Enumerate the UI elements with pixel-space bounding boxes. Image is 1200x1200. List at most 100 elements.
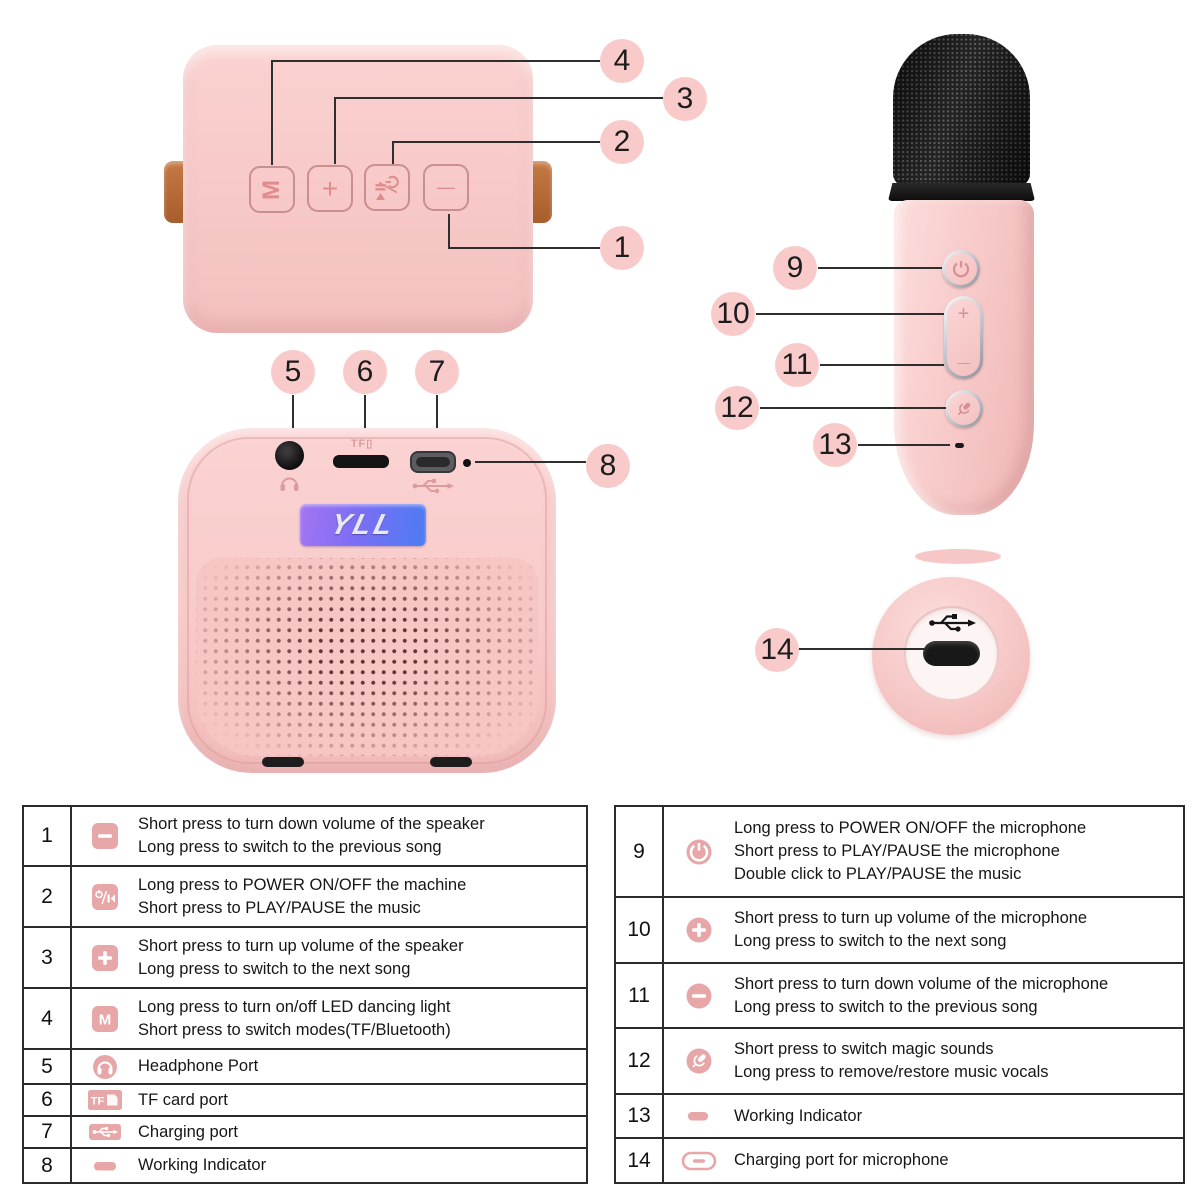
row-text: Short press to turn up volume of the spe… <box>138 936 464 955</box>
row-text: Charging port for microphone <box>734 1151 949 1169</box>
callout-10: 10 <box>711 292 755 336</box>
callout-2: 2 <box>600 120 644 164</box>
callout-8: 8 <box>586 444 630 488</box>
working-indicator-dot <box>463 459 471 467</box>
row-text: Long press to POWER ON/OFF the machine <box>138 875 467 894</box>
brand-badge: YLL <box>300 504 426 546</box>
table-row: 14 Charging port for microphone <box>616 1139 1183 1182</box>
usb-icon <box>89 1124 121 1140</box>
callout-label: 6 <box>356 355 374 388</box>
tf-card-slot <box>333 455 389 468</box>
callout-5: 5 <box>271 350 315 394</box>
speaker-grille <box>196 558 538 756</box>
speaker-back-view: M + — <box>183 45 533 333</box>
headphone-icon <box>280 477 299 491</box>
row-number: 12 <box>616 1029 664 1093</box>
leader-line <box>271 60 600 62</box>
table-row: 9 Long press to POWER ON/OFF the microph… <box>616 807 1183 898</box>
row-number: 14 <box>616 1139 664 1182</box>
callout-label: 5 <box>284 355 302 388</box>
mic-circle-icon <box>686 1048 712 1074</box>
table-row: 5 Headphone Port <box>24 1050 586 1085</box>
magic-mic-icon <box>957 402 971 416</box>
power-icon <box>952 261 970 278</box>
row-text: Short press to turn up volume of the mic… <box>734 909 1088 927</box>
tf-slot-label: TF▯ <box>350 438 374 450</box>
callout-label: 3 <box>676 82 694 115</box>
row-text: Short press to switch modes(TF/Bluetooth… <box>138 1020 451 1039</box>
row-text: Long press to turn on/off LED dancing li… <box>138 997 451 1016</box>
callout-label: 10 <box>716 297 750 330</box>
row-text: Short press to turn down volume of the m… <box>734 974 1109 993</box>
row-text: Double click to PLAY/PAUSE the music <box>734 865 1022 883</box>
row-number: 4 <box>24 989 72 1048</box>
row-text: TF card port <box>138 1090 228 1109</box>
minus-circle-icon <box>686 983 712 1008</box>
mic-working-indicator-dot <box>955 443 964 448</box>
table-row: 13 Working Indicator <box>616 1095 1183 1139</box>
speaker-foot <box>262 757 304 767</box>
row-number: 7 <box>24 1117 72 1147</box>
callout-label: 13 <box>818 428 852 461</box>
mic-volume-up: + <box>957 303 970 325</box>
table-row: 3 Short press to turn up volume of the s… <box>24 928 586 989</box>
speaker-foot <box>430 757 472 767</box>
microphone-function-table: 9 Long press to POWER ON/OFF the microph… <box>614 805 1185 1184</box>
callout-1: 1 <box>600 226 644 270</box>
callout-3: 3 <box>663 77 707 121</box>
table-row: 8 Working Indicator <box>24 1149 586 1182</box>
row-text: Charging port <box>138 1122 238 1141</box>
callout-label: 2 <box>613 125 631 158</box>
leader-line <box>448 214 450 249</box>
m-glyph: M <box>258 179 285 200</box>
table-row: 4 M Long press to turn on/off LED dancin… <box>24 989 586 1050</box>
row-text: Working Indicator <box>734 1106 863 1125</box>
microphone-bottom-view <box>872 577 1030 735</box>
row-text: Headphone Port <box>138 1057 259 1075</box>
play-pause-power-button <box>364 164 410 211</box>
row-number: 13 <box>616 1095 664 1137</box>
callout-7: 7 <box>415 350 459 394</box>
volume-down-button: — <box>423 164 469 211</box>
mode-button: M <box>249 166 295 213</box>
svg-text:M: M <box>99 1011 112 1028</box>
callout-label: 14 <box>760 633 794 666</box>
usb-icon <box>412 479 454 494</box>
speaker-function-table: 1 Short press to turn down volume of the… <box>22 805 588 1184</box>
plus-circle-icon <box>686 917 712 943</box>
table-row: 7 Charging port <box>24 1117 586 1149</box>
callout-12: 12 <box>715 386 759 430</box>
row-text: Long press to switch to the previous son… <box>734 997 1038 1016</box>
leader-line <box>818 267 942 269</box>
usb-symbol-icon <box>929 614 976 632</box>
row-text: Long press to POWER ON/OFF the microphon… <box>734 819 1087 837</box>
volume-up-button: + <box>307 165 353 212</box>
row-number: 8 <box>24 1149 72 1182</box>
callout-label: 7 <box>428 355 446 388</box>
speaker-front-view: YLL <box>178 428 556 773</box>
headphone-icon <box>93 1054 117 1079</box>
leader-line <box>392 142 394 164</box>
minus-glyph: — <box>437 177 455 197</box>
working-indicator-icon <box>688 1112 708 1121</box>
row-number: 11 <box>616 964 664 1027</box>
power-playpause-square-icon <box>92 883 118 910</box>
callout-4: 4 <box>600 39 644 83</box>
table-row: 1 Short press to turn down volume of the… <box>24 807 586 867</box>
power-circle-icon <box>686 839 712 864</box>
row-text: Short press to PLAY/PAUSE the music <box>138 898 421 917</box>
leader-line <box>858 444 950 446</box>
microphone-bottom-tip <box>915 549 1001 564</box>
tf-label-text: TF <box>350 438 367 450</box>
leader-line <box>292 395 294 433</box>
callout-label: 1 <box>613 231 631 264</box>
row-text: Short press to switch magic sounds <box>734 1040 994 1058</box>
callout-13: 13 <box>813 423 857 467</box>
leader-line <box>334 98 336 164</box>
callout-label: 9 <box>786 251 804 284</box>
microphone-collar <box>888 183 1035 201</box>
mic-effects-button <box>945 390 983 428</box>
row-number: 9 <box>616 807 664 896</box>
mic-charging-port <box>923 641 980 666</box>
mic-power-button <box>942 250 980 288</box>
